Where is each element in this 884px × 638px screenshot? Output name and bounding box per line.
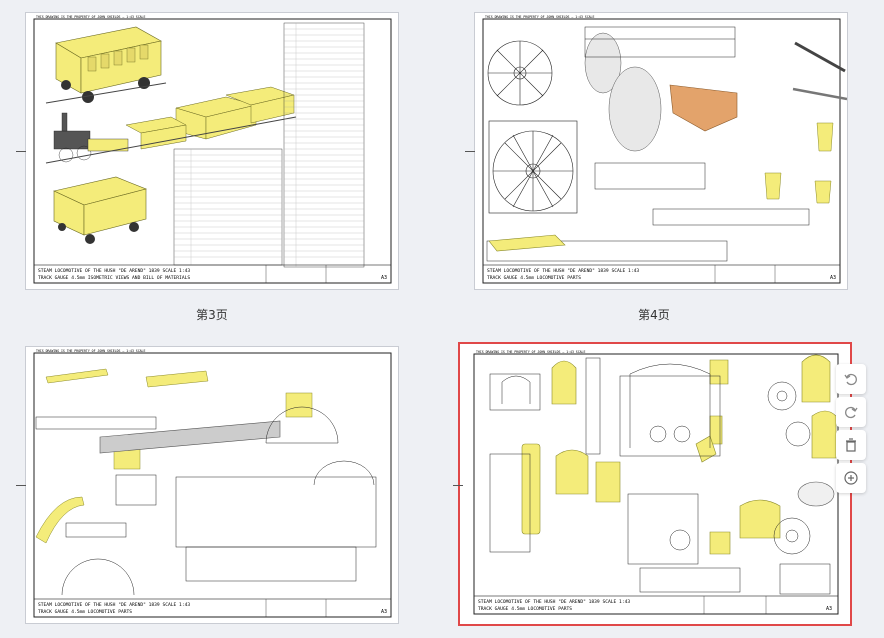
page-thumbnail-5[interactable]: THIS DRAWING IS THE PROPERTY OF JOHN SHI… [26,347,398,623]
row-marker [465,151,475,152]
page-thumbnail-6[interactable]: THIS DRAWING IS THE PROPERTY OF JOHN SHI… [460,344,850,624]
delete-icon [846,438,856,452]
svg-text:TRACK GAUGE 4.5mm LOCOMOTIVE P: TRACK GAUGE 4.5mm LOCOMOTIVE PARTS [487,275,581,281]
page-label-4: 第4页 [638,308,670,322]
svg-text:THIS DRAWING IS THE PROPERTY O: THIS DRAWING IS THE PROPERTY OF JOHN SHI… [485,15,594,19]
svg-text:TRACK GAUGE 4.5mm ISOMETRIC VI: TRACK GAUGE 4.5mm ISOMETRIC VIEWS AND BI… [38,275,190,281]
rotate-right-button[interactable] [836,397,866,427]
svg-text:A3: A3 [826,606,832,612]
row-marker [453,485,463,486]
page-label-3: 第3页 [196,308,228,322]
add-page-button[interactable] [836,463,866,493]
svg-text:THIS DRAWING IS THE PROPERTY O: THIS DRAWING IS THE PROPERTY OF JOHN SHI… [36,349,145,353]
drawing-page-6: THIS DRAWING IS THE PROPERTY OF JOHN SHI… [473,350,839,615]
row-marker [16,485,26,486]
svg-text:STEAM LOCOMOTIVE OF THE HUSH ": STEAM LOCOMOTIVE OF THE HUSH "DE AREND" … [38,268,190,274]
page-toolbar [836,364,866,496]
page-thumbnail-3[interactable]: THIS DRAWING IS THE PROPERTY OF JOHN SHI… [26,13,398,289]
svg-text:TRACK GAUGE 4.5mm LOCOMOTIVE P: TRACK GAUGE 4.5mm LOCOMOTIVE PARTS [38,609,132,615]
add-icon [844,471,858,485]
drawing-page-3: THIS DRAWING IS THE PROPERTY OF JOHN SHI… [33,15,392,284]
rotate-left-button[interactable] [836,364,866,394]
svg-text:TRACK GAUGE 4.5mm LOCOMOTIVE P: TRACK GAUGE 4.5mm LOCOMOTIVE PARTS [478,606,572,612]
svg-text:THIS DRAWING IS THE PROPERTY O: THIS DRAWING IS THE PROPERTY OF JOHN SHI… [476,350,585,354]
svg-text:STEAM LOCOMOTIVE OF THE HUSH ": STEAM LOCOMOTIVE OF THE HUSH "DE AREND" … [487,268,639,274]
page-thumbnail-4[interactable]: THIS DRAWING IS THE PROPERTY OF JOHN SHI… [475,13,847,289]
drawing-page-5: THIS DRAWING IS THE PROPERTY OF JOHN SHI… [33,349,392,618]
rotate-left-icon [844,373,857,386]
row-marker [16,151,26,152]
svg-text:STEAM LOCOMOTIVE OF THE HUSH ": STEAM LOCOMOTIVE OF THE HUSH "DE AREND" … [478,599,630,605]
svg-text:THIS DRAWING IS THE PROPERTY O: THIS DRAWING IS THE PROPERTY OF JOHN SHI… [36,15,145,19]
svg-text:A3: A3 [830,275,836,281]
delete-page-button[interactable] [836,430,866,460]
svg-text:A3: A3 [381,275,387,281]
svg-text:STEAM LOCOMOTIVE OF THE HUSH ": STEAM LOCOMOTIVE OF THE HUSH "DE AREND" … [38,602,190,608]
svg-text:A3: A3 [381,609,387,615]
rotate-right-icon [845,406,858,419]
drawing-page-4: THIS DRAWING IS THE PROPERTY OF JOHN SHI… [482,15,847,284]
